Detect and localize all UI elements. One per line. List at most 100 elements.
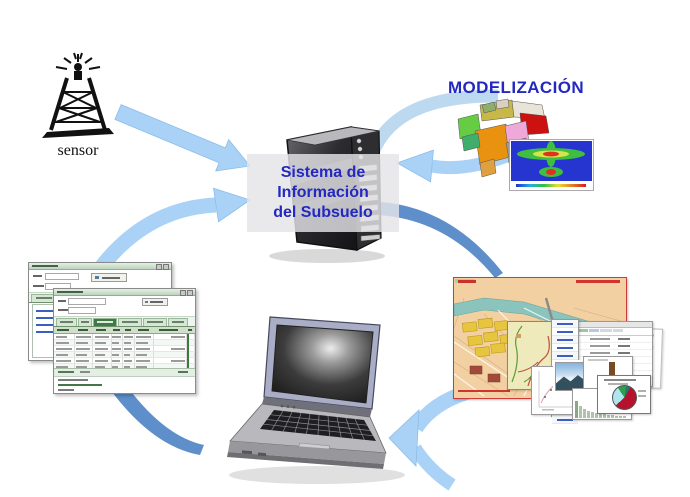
table-cell bbox=[135, 340, 155, 345]
histogram-bar bbox=[595, 413, 598, 418]
app-window-front bbox=[53, 288, 196, 394]
header-text bbox=[188, 329, 193, 331]
cell-text bbox=[136, 336, 152, 338]
swoosh-window-to-laptop bbox=[112, 389, 204, 455]
link-row bbox=[552, 328, 578, 336]
histogram-bar bbox=[611, 415, 614, 418]
table-cell bbox=[75, 364, 94, 368]
link-row bbox=[552, 416, 578, 424]
cell-text bbox=[136, 348, 151, 350]
table-cell bbox=[54, 352, 75, 357]
table-cell bbox=[187, 364, 195, 368]
link-item bbox=[36, 324, 60, 326]
cell-text bbox=[94, 354, 106, 356]
table-header-cell bbox=[135, 327, 155, 333]
table-pagination bbox=[54, 369, 195, 377]
window-tab-strip bbox=[54, 317, 195, 327]
window-tab bbox=[143, 318, 167, 326]
table-cell bbox=[135, 358, 155, 363]
table-cell bbox=[123, 340, 135, 345]
table-cell bbox=[187, 340, 195, 359]
histogram-bar bbox=[587, 411, 590, 418]
table-cell bbox=[112, 334, 124, 339]
sensor-icon bbox=[42, 52, 114, 138]
table-cell bbox=[135, 352, 155, 357]
cell-text bbox=[136, 360, 150, 362]
cell-text bbox=[55, 348, 72, 350]
table-cell bbox=[112, 346, 124, 351]
table-cell bbox=[112, 352, 124, 357]
laptop-icon bbox=[227, 316, 405, 484]
cell-text bbox=[55, 360, 71, 362]
cell-text bbox=[55, 342, 70, 344]
table-cell bbox=[154, 352, 188, 357]
header-text bbox=[56, 329, 69, 331]
histogram-bar bbox=[607, 415, 610, 418]
table-cell bbox=[54, 340, 75, 345]
server-title-line: Información bbox=[277, 184, 369, 201]
heatmap-colorbar bbox=[516, 184, 586, 187]
table-cell bbox=[54, 334, 75, 339]
table-header-cell bbox=[154, 327, 188, 333]
table-cell bbox=[123, 346, 135, 351]
form-row bbox=[572, 343, 652, 350]
cell-text bbox=[76, 360, 90, 362]
table-cell bbox=[112, 340, 124, 345]
histogram-bar bbox=[599, 413, 602, 418]
map-footer-text bbox=[458, 390, 510, 392]
cell-text bbox=[112, 360, 121, 362]
cell-text bbox=[124, 366, 130, 368]
histogram-bar bbox=[579, 406, 582, 418]
link-item bbox=[36, 331, 60, 333]
cell-text bbox=[112, 354, 119, 356]
header-text bbox=[124, 329, 132, 331]
server-title-line: del Subsuelo bbox=[273, 204, 373, 221]
link-item bbox=[36, 317, 60, 319]
table-cell bbox=[75, 334, 94, 339]
pie-chart bbox=[612, 385, 637, 410]
header-text bbox=[159, 329, 179, 331]
cell-text bbox=[124, 360, 132, 362]
cell-text bbox=[124, 336, 133, 338]
cell-text bbox=[136, 342, 148, 344]
arrow-maps-to-laptop bbox=[388, 384, 471, 491]
table-cell bbox=[123, 358, 135, 363]
cell-text bbox=[124, 354, 131, 356]
cell-text bbox=[94, 348, 109, 350]
cell-text bbox=[94, 336, 109, 338]
modelizacion-title: MODELIZACIÓN bbox=[447, 78, 585, 97]
window-titlebar bbox=[29, 263, 171, 270]
table-cell bbox=[54, 364, 75, 368]
cell-text bbox=[124, 348, 133, 350]
cell-text bbox=[55, 336, 67, 338]
table-cell bbox=[93, 340, 112, 345]
table-cell bbox=[75, 358, 94, 363]
link-row bbox=[552, 336, 578, 344]
table-cell bbox=[75, 346, 94, 351]
cell-text bbox=[170, 360, 186, 362]
window-footer-notes bbox=[54, 377, 195, 398]
table-cell bbox=[154, 364, 188, 368]
table-header-cell bbox=[123, 327, 135, 333]
cell-text bbox=[112, 366, 119, 368]
cell-text bbox=[94, 360, 108, 362]
link-row bbox=[552, 352, 578, 360]
map-legend-text bbox=[576, 280, 620, 283]
server-title-line: Sistema de bbox=[280, 164, 366, 181]
table-cell bbox=[54, 346, 75, 351]
window-form-area bbox=[54, 296, 195, 317]
arc-server-to-model bbox=[368, 89, 499, 153]
table-header-cell bbox=[93, 327, 112, 333]
table-cell bbox=[135, 334, 155, 339]
histogram-bar bbox=[583, 409, 586, 418]
window-tab bbox=[118, 318, 142, 326]
pie-chart-thumbnail bbox=[597, 375, 651, 414]
table-header-cell bbox=[54, 327, 75, 333]
cell-text bbox=[76, 342, 88, 344]
cell-text bbox=[76, 366, 87, 368]
table-cell bbox=[123, 334, 135, 339]
table-cell bbox=[135, 364, 155, 368]
cell-text bbox=[55, 366, 68, 368]
histogram-bar bbox=[603, 414, 606, 418]
